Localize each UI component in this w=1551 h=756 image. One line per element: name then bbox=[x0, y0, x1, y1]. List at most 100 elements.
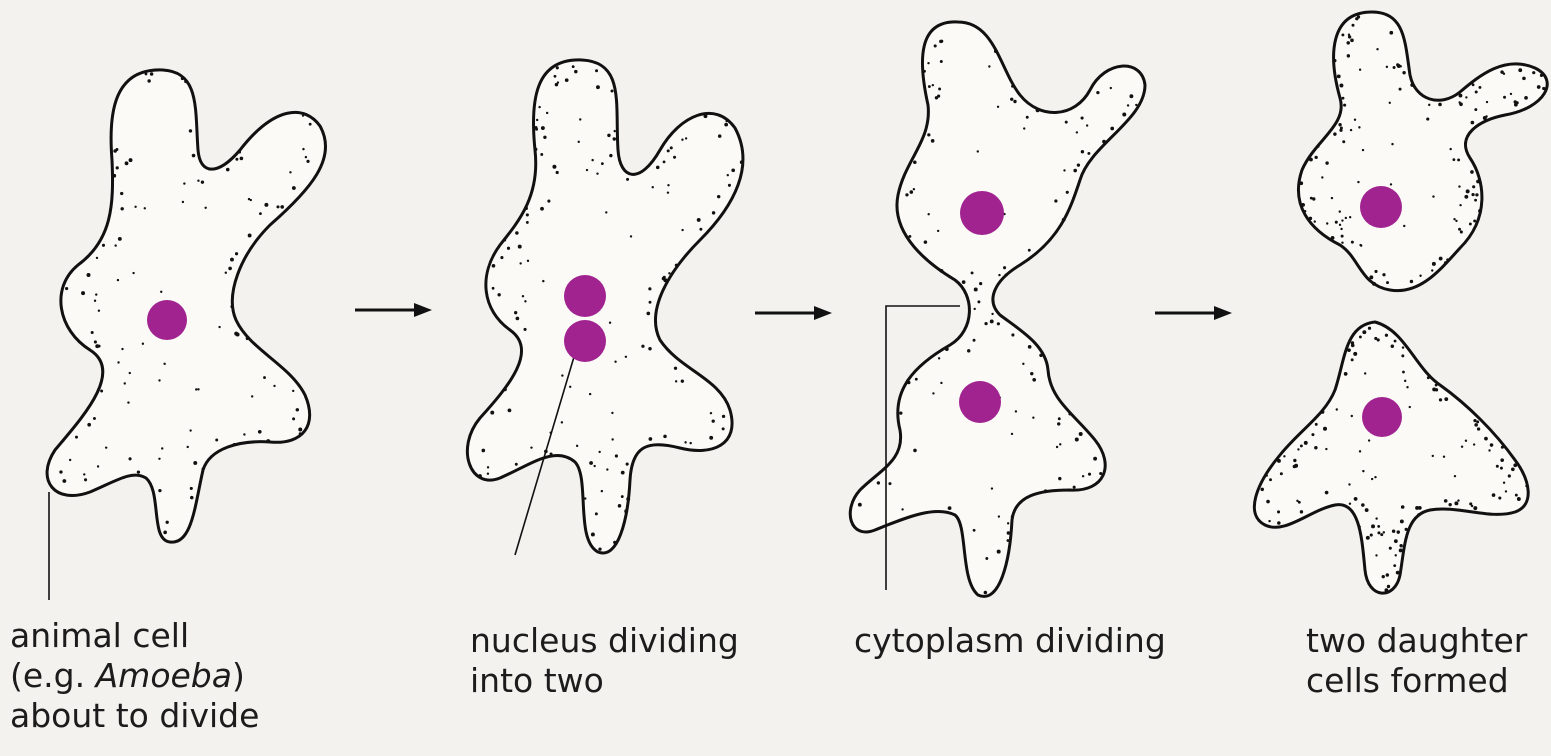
granule bbox=[1406, 386, 1408, 388]
granule bbox=[1339, 210, 1341, 212]
granule bbox=[1417, 513, 1420, 516]
granule bbox=[1093, 457, 1097, 461]
granule bbox=[1392, 529, 1395, 532]
granule bbox=[116, 166, 119, 169]
granule bbox=[75, 436, 78, 439]
granule bbox=[1473, 506, 1477, 510]
granule bbox=[1058, 417, 1061, 420]
granule bbox=[519, 262, 521, 264]
granule bbox=[197, 180, 199, 182]
granule bbox=[724, 123, 728, 127]
amoeba-cell-body bbox=[850, 22, 1145, 596]
granule bbox=[1359, 69, 1361, 71]
granule bbox=[1485, 115, 1487, 117]
granule bbox=[1304, 210, 1306, 212]
granule bbox=[641, 345, 644, 348]
granule bbox=[1374, 476, 1376, 478]
granule bbox=[515, 231, 518, 234]
granule bbox=[124, 382, 126, 384]
daughter-cell bbox=[1254, 322, 1528, 593]
granule bbox=[1396, 571, 1400, 575]
granule bbox=[129, 372, 131, 374]
granule bbox=[935, 96, 938, 99]
granule bbox=[1455, 220, 1457, 222]
granule bbox=[1380, 533, 1383, 536]
granule bbox=[1309, 217, 1313, 221]
granule bbox=[1443, 455, 1445, 457]
granule bbox=[596, 172, 598, 174]
granule bbox=[1321, 176, 1323, 178]
label-line: cells formed bbox=[1306, 661, 1527, 701]
granule bbox=[1312, 197, 1315, 200]
granule bbox=[534, 148, 537, 151]
granule bbox=[230, 305, 233, 308]
granule bbox=[605, 211, 607, 213]
granule bbox=[1079, 432, 1083, 436]
granule bbox=[97, 465, 99, 467]
granule bbox=[940, 269, 944, 273]
granule bbox=[1341, 33, 1344, 36]
granule bbox=[927, 213, 929, 215]
granule bbox=[218, 326, 220, 328]
granule bbox=[1474, 423, 1478, 427]
granule bbox=[94, 300, 96, 302]
granule bbox=[934, 44, 937, 47]
granule bbox=[1341, 242, 1343, 244]
granule bbox=[1102, 140, 1106, 144]
granule bbox=[962, 280, 966, 284]
granule bbox=[1448, 503, 1451, 506]
granule bbox=[226, 168, 230, 172]
granule bbox=[1500, 467, 1503, 470]
granule bbox=[1266, 500, 1270, 504]
granule bbox=[609, 322, 611, 324]
granule bbox=[630, 235, 632, 237]
granule bbox=[1039, 354, 1042, 357]
granule bbox=[985, 557, 988, 560]
granule bbox=[988, 65, 990, 67]
granule bbox=[225, 272, 227, 274]
granule bbox=[1508, 474, 1511, 477]
label-daughter-cells: two daughter cells formed bbox=[1306, 621, 1527, 701]
granule bbox=[1028, 249, 1031, 252]
granule bbox=[1472, 185, 1475, 188]
granule bbox=[601, 490, 603, 492]
granule bbox=[1419, 275, 1421, 277]
granule bbox=[667, 184, 669, 186]
granule bbox=[503, 388, 507, 392]
granule bbox=[1476, 420, 1479, 423]
granule bbox=[240, 157, 244, 161]
granule bbox=[190, 487, 193, 490]
granule bbox=[1513, 463, 1517, 467]
granule bbox=[1473, 220, 1476, 223]
granule bbox=[928, 85, 931, 88]
granule bbox=[158, 489, 161, 492]
granule bbox=[189, 129, 192, 132]
granule bbox=[1362, 149, 1364, 151]
granule bbox=[977, 300, 980, 303]
granule bbox=[120, 207, 123, 210]
granule bbox=[1277, 510, 1280, 513]
granule bbox=[1410, 280, 1413, 283]
granule bbox=[233, 443, 236, 446]
granule bbox=[626, 178, 629, 181]
granule bbox=[1331, 236, 1335, 240]
granule bbox=[670, 146, 673, 149]
granule bbox=[1339, 224, 1341, 226]
granule bbox=[1065, 121, 1068, 124]
granule bbox=[120, 192, 123, 195]
granule bbox=[932, 392, 934, 394]
granule bbox=[1343, 104, 1346, 107]
granule bbox=[478, 474, 482, 478]
granule bbox=[1461, 446, 1463, 448]
granule bbox=[1099, 472, 1102, 475]
granule bbox=[948, 506, 952, 510]
granule bbox=[235, 158, 238, 161]
granule bbox=[1522, 77, 1526, 81]
granule bbox=[1127, 104, 1129, 106]
granule bbox=[877, 481, 880, 484]
granule bbox=[557, 81, 559, 83]
granule bbox=[1410, 83, 1414, 87]
granule bbox=[1316, 145, 1319, 148]
nucleus-lower bbox=[564, 320, 606, 362]
granule bbox=[718, 134, 722, 138]
